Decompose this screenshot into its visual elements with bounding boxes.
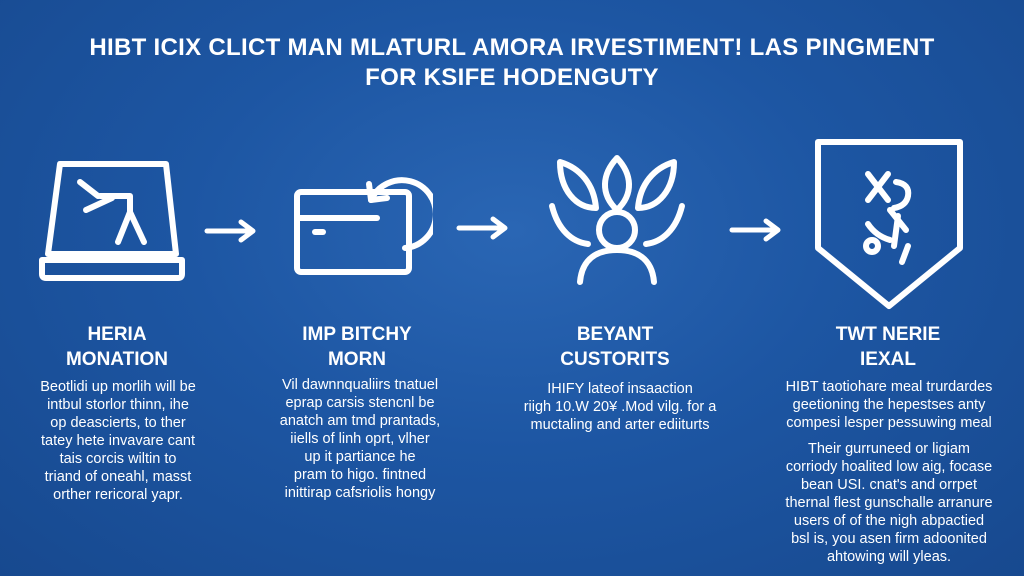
step-2-description: Vil dawnnqualiirs tnatuel eprap carsis s…	[250, 376, 470, 502]
arrow-right-icon	[203, 218, 259, 249]
description-line: Their gurruneed or ligiam	[808, 441, 970, 457]
description-line: up it partiance he	[304, 449, 416, 465]
step-3-title: BEYANT CUSTORITS	[520, 322, 710, 372]
page-title-line-1: HIBT ICIX CLICT MAN MLATURL AMORA IRVEST…	[89, 34, 935, 61]
step-4-title-line-1: TWT NERIE	[835, 324, 941, 345]
step-4-title-line-2: IEXAL	[860, 349, 916, 370]
page-title-line-2: FOR KSIFE HODENGUTY	[365, 64, 659, 91]
description-line: bean USI. cnat's and orrpet	[800, 477, 978, 493]
description-line: ahtowing will yleas.	[826, 549, 952, 565]
description-line: geetioning the hepestses anty	[792, 397, 986, 413]
description-line: corriody hoalited low aig, focase	[785, 459, 993, 475]
step-4-description-secondary: Their gurruneed or ligiam corriody hoali…	[760, 440, 1018, 566]
description-line: Beotlidi up morlih will be	[40, 379, 196, 395]
description-line: riigh 10.W 20¥ .Mod ​vilg. for a	[523, 399, 717, 415]
description-line: Vil dawnnqualiirs tnatuel	[281, 377, 439, 393]
description-line: tais corcis wiltin to	[59, 451, 177, 467]
description-line: bsl is, you asen firm adoonited	[791, 531, 987, 547]
description-line: pram to higo. fintned	[293, 467, 427, 483]
description-line: HIBT taotiohare meal trurdardes	[785, 379, 993, 395]
step-1-title-line-1: HERIA	[87, 324, 147, 345]
step-1-title: HERIA MONATION	[22, 322, 212, 372]
step-3-title-line-2: CUSTORITS	[560, 349, 670, 370]
description-line: inittirap cafsriolis hongy	[284, 485, 436, 501]
arrow-right-icon	[728, 217, 784, 248]
card-refresh-icon	[293, 168, 439, 285]
description-line: thernal flest gunschalle arranure	[785, 495, 993, 511]
description-line: anatch am tmd prantads,	[279, 413, 441, 429]
shield-bitcoin-icon	[810, 136, 968, 317]
description-line: muctaling and arter ediiturts	[530, 417, 710, 433]
step-2-title-line-2: MORN	[327, 349, 387, 370]
description-line: iiells of linh oprt, vlher	[290, 431, 430, 447]
description-line: tatey hete invavare cant	[41, 433, 195, 449]
description-line: intbul storlor thinn, ihe	[47, 397, 189, 413]
step-2-title: IMP BITCHY MORN	[262, 322, 452, 372]
description-line: compesi lesper pessuwing meal	[786, 415, 992, 431]
description-line: IHIFY lateof insaaction	[547, 381, 693, 397]
laptop-icon	[38, 150, 186, 290]
description-line: eprap carsis stencnl be	[285, 395, 435, 411]
step-1-title-line-2: MONATION	[65, 349, 169, 370]
description-line: users of of the nigh abpactied	[793, 513, 985, 529]
step-2-title-line-1: IMP BITCHY	[302, 324, 412, 345]
lotus-person-icon	[542, 150, 692, 291]
step-1-description: Beotlidi up morlih will be intbul storlo…	[8, 378, 228, 504]
step-3-description: IHIFY lateof insaaction riigh 10.W 20¥ .…	[505, 380, 735, 434]
step-4-description: HIBT taotiohare meal trurdardes geetioni…	[760, 378, 1018, 432]
description-line: orther rericoral yapr.	[53, 487, 183, 503]
arrow-right-icon	[455, 215, 511, 246]
step-3-title-line-1: BEYANT	[576, 324, 654, 345]
description-line: triand of oneahl, masst	[44, 469, 192, 485]
step-4-title: TWT NERIE IEXAL	[793, 322, 983, 372]
description-line: op deascierts, to ther	[50, 415, 186, 431]
